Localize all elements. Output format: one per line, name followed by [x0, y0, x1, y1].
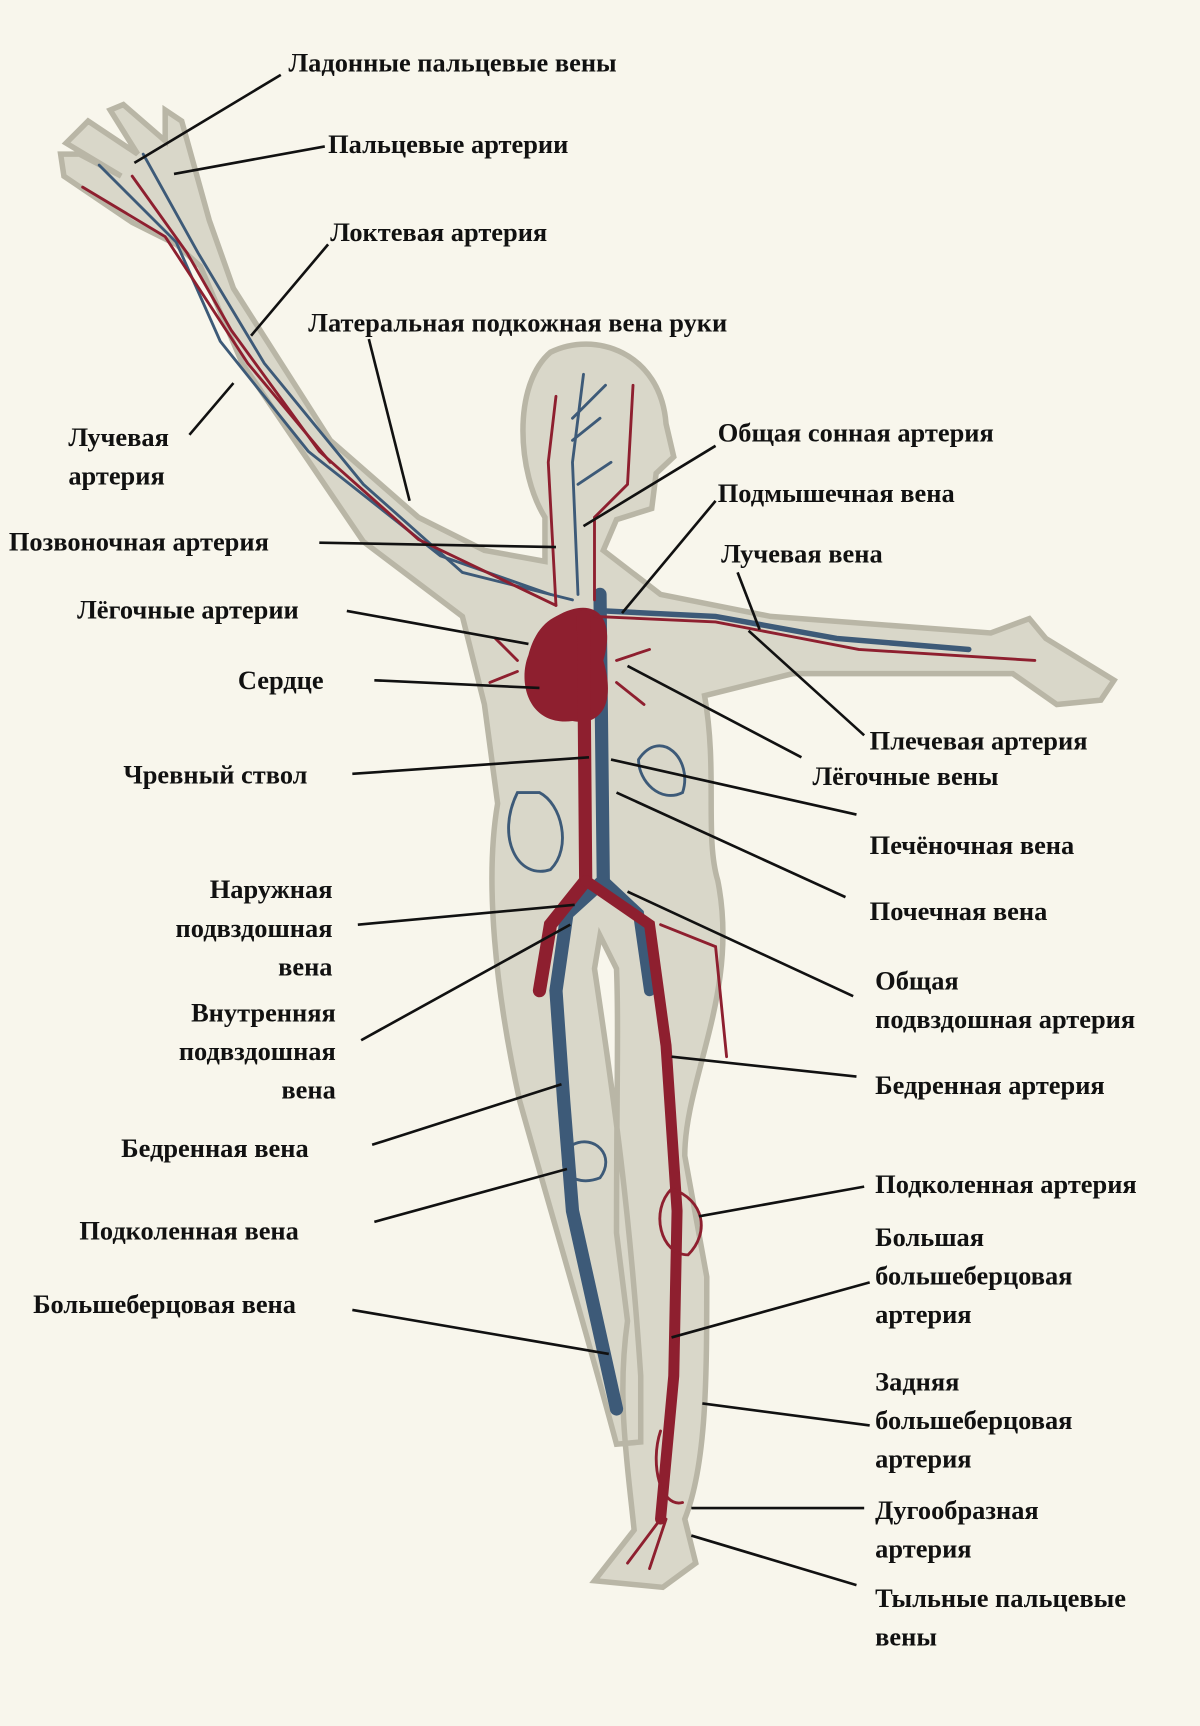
label-pulmonary-arteries: Лёгочные артерии — [77, 595, 299, 625]
label-femoral-artery: Бедренная артерия — [875, 1070, 1105, 1100]
leader-lines — [133, 73, 871, 1587]
label-palmar-digital-veins: Ладонные пальцевые вены — [288, 48, 616, 78]
label-celiac-trunk: Чревный ствол — [123, 760, 307, 790]
label-brachial-artery: Плечевая артерия — [870, 726, 1088, 756]
label-popliteal-artery: Подколенная артерия — [875, 1169, 1137, 1199]
label-vertebral-artery: Позвоночная артерия — [9, 526, 269, 556]
labels: Ладонные пальцевые вены Пальцевые артери… — [9, 48, 1137, 1652]
veins — [97, 152, 972, 1416]
label-hepatic-vein: Печёночная вена — [870, 830, 1075, 860]
label-digital-arteries: Пальцевые артерии — [328, 129, 568, 159]
label-common-carotid-artery: Общая сонная артерия — [718, 417, 994, 447]
label-ulnar-artery: Локтевая артерия — [330, 217, 547, 247]
label-popliteal-vein: Подколенная вена — [79, 1215, 299, 1245]
label-cephalic-vein: Латеральная подкожная вена руки — [308, 307, 727, 337]
label-radial-vein: Лучевая вена — [721, 538, 883, 568]
arteries — [81, 174, 1037, 1571]
label-heart: Сердце — [238, 665, 324, 695]
label-renal-vein: Почечная вена — [870, 896, 1048, 926]
label-tibial-vein: Большеберцовая вена — [33, 1289, 296, 1319]
label-axillary-vein: Подмышечная вена — [718, 478, 955, 508]
label-pulmonary-veins: Лёгочные вены — [812, 761, 998, 791]
label-femoral-vein: Бедренная вена — [121, 1133, 309, 1163]
